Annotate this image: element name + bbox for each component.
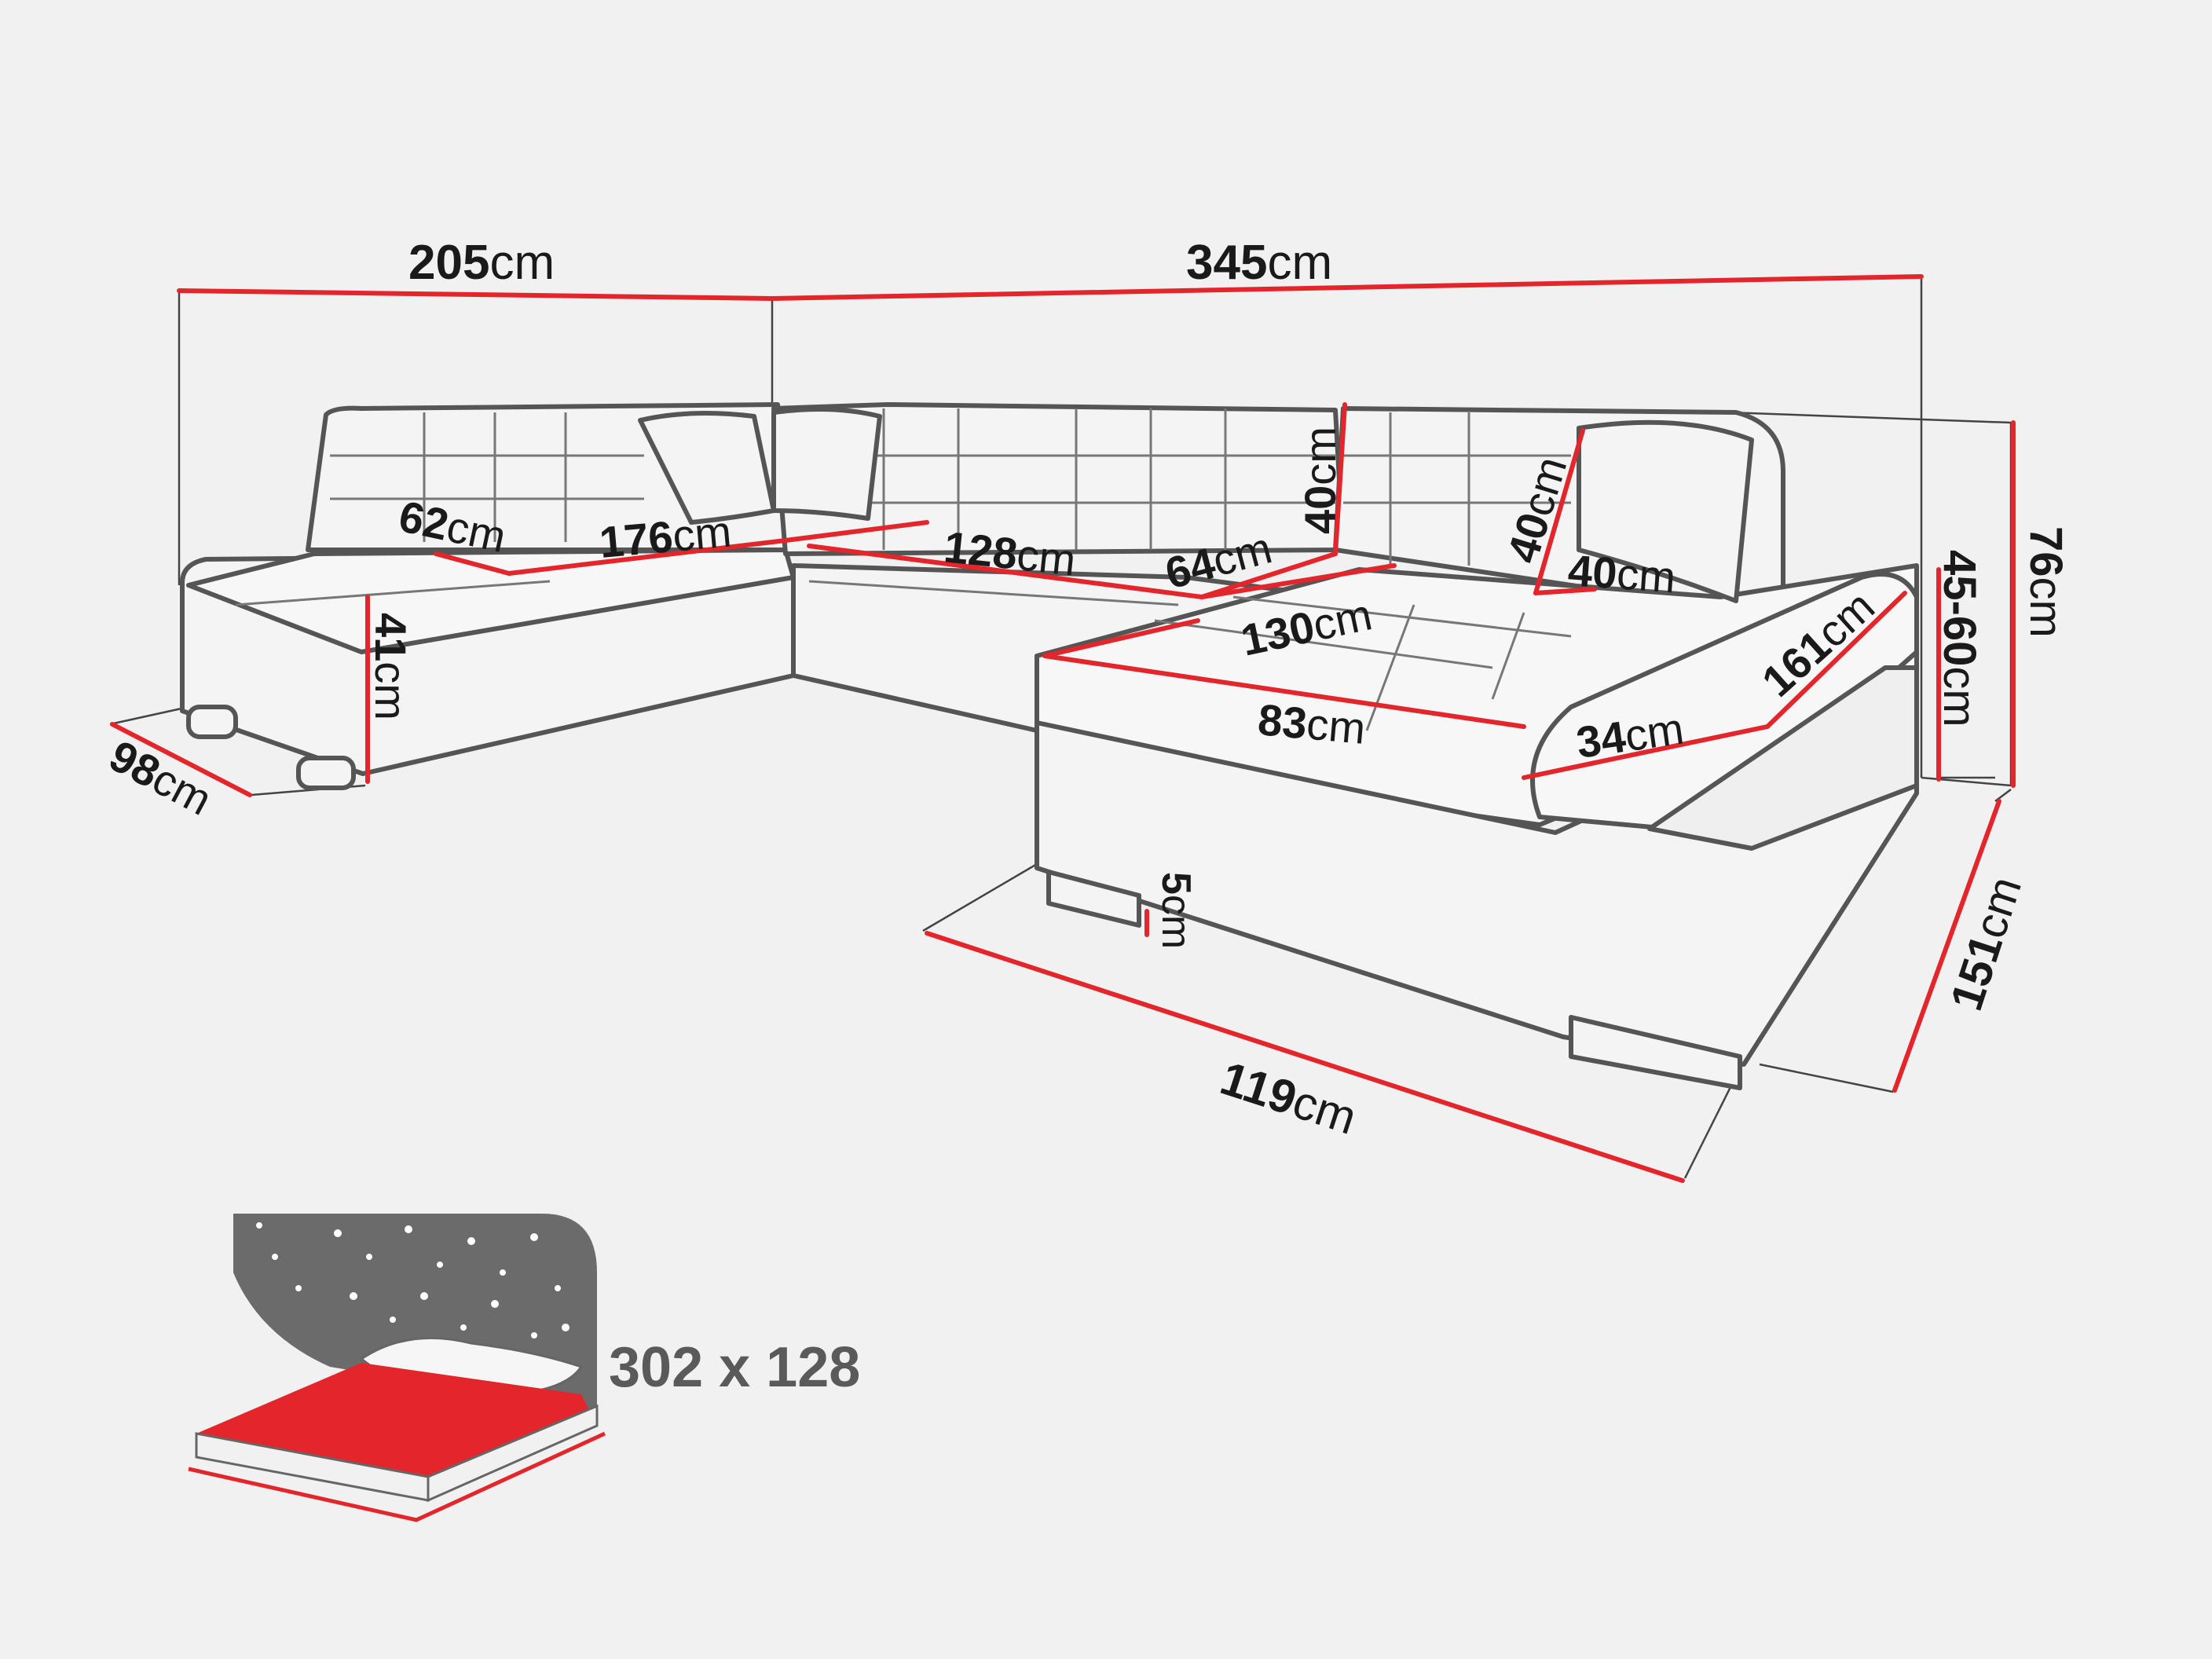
label-128: 128cm <box>942 522 1079 584</box>
label-76: 76cm <box>2020 526 2071 638</box>
dimension-labels: 205cm 345cm 62cm 176cm 128cm 64cm 40cm 4… <box>101 236 2071 1144</box>
bed-size-label: 302 x 128 <box>609 1336 860 1399</box>
bed-stars-icon <box>188 1214 606 1522</box>
label-41: 41cm <box>366 613 416 720</box>
pillow-left-b <box>771 407 882 521</box>
label-34: 34cm <box>1573 703 1686 767</box>
pillow-left-a <box>638 411 776 525</box>
label-40-back: 40cm <box>1295 427 1345 534</box>
label-83: 83cm <box>1256 694 1368 753</box>
label-345: 345cm <box>1186 236 1332 290</box>
label-5: 5cm <box>1153 872 1199 949</box>
tufting-lines <box>235 408 1572 731</box>
label-130: 130cm <box>1236 589 1376 665</box>
label-205: 205cm <box>408 236 555 290</box>
label-45-60: 45-60cm <box>1934 550 1985 727</box>
label-40-pillow-width: 40cm <box>1566 545 1677 602</box>
label-62: 62cm <box>395 491 511 562</box>
measure-lines <box>110 274 2016 1183</box>
pillow-right <box>1577 419 1754 603</box>
pillows <box>638 407 1754 603</box>
stars <box>256 1222 569 1339</box>
label-176: 176cm <box>598 507 734 567</box>
